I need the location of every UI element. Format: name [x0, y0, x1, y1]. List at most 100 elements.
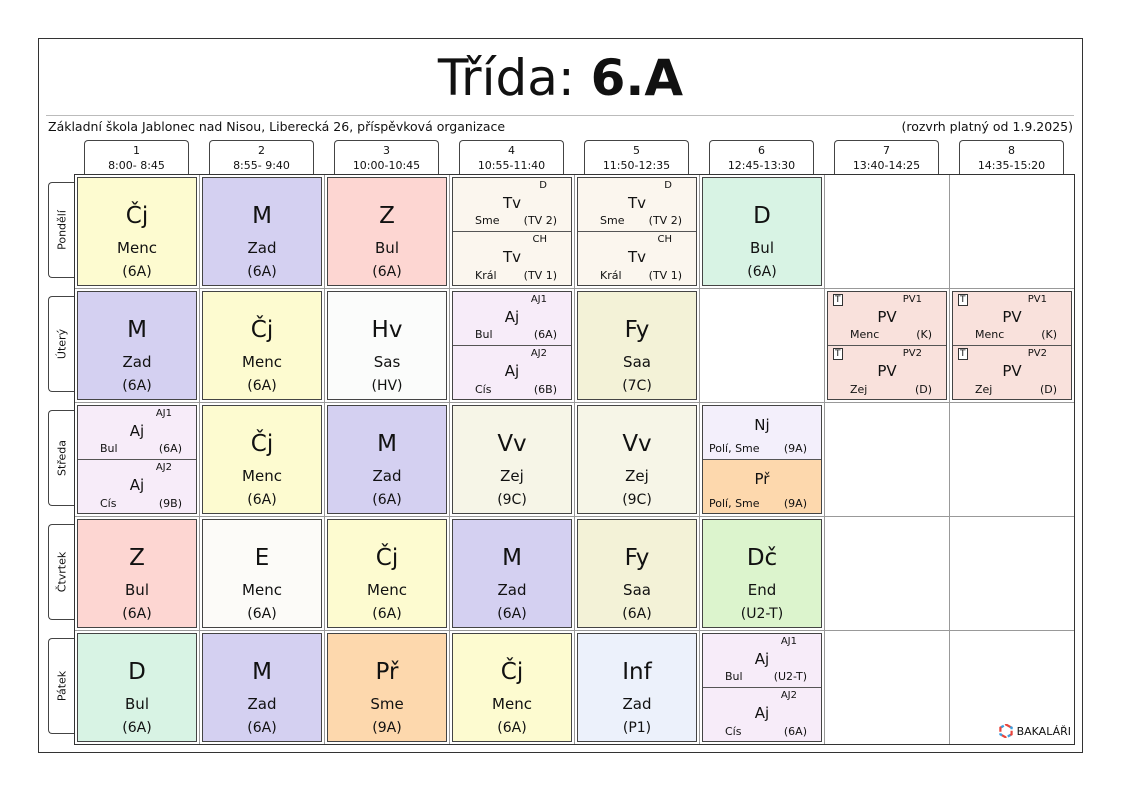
- lesson-room: (6A): [122, 606, 152, 622]
- period-time: 8:55- 9:40: [233, 159, 290, 172]
- lesson-room: (6A): [247, 264, 277, 280]
- period-number: 5: [633, 144, 640, 157]
- lesson-subject: M: [502, 545, 522, 571]
- lesson-room: (TV 1): [523, 269, 557, 282]
- lesson-room: (9A): [783, 497, 807, 510]
- period-time: 8:00- 8:45: [108, 159, 165, 172]
- lesson-room: (TV 1): [648, 269, 682, 282]
- title-divider: [46, 115, 1074, 116]
- class-name: 6.A: [590, 49, 684, 107]
- lesson-room: (6A): [247, 492, 277, 508]
- period-time: 11:50-12:35: [602, 159, 671, 172]
- group-name: CH: [532, 234, 547, 245]
- lesson-subject: Čj: [125, 203, 149, 229]
- lesson-subject: M: [127, 317, 147, 343]
- lesson-room: (K): [1041, 328, 1057, 341]
- lesson-room: (TV 2): [648, 214, 682, 227]
- lesson-subject: Aj: [504, 308, 520, 326]
- period-time: 14:35-15:20: [977, 159, 1046, 172]
- lesson-teacher: Zej: [500, 467, 524, 485]
- lesson-teacher: Menc: [117, 239, 157, 257]
- lesson-subject: Aj: [754, 704, 770, 722]
- lesson-subject: M: [377, 431, 397, 457]
- grid-column-line: [449, 175, 450, 744]
- lesson-subject: Z: [379, 203, 395, 229]
- grid-row-line: [75, 516, 1074, 517]
- lesson-teacher: Sme: [475, 214, 500, 227]
- page-frame: [38, 38, 1083, 753]
- lesson-subject: Tv: [627, 194, 647, 212]
- lesson-room: (D): [1039, 383, 1057, 396]
- group-name: AJ2: [530, 348, 547, 359]
- lesson-teacher: Zej: [975, 383, 993, 396]
- lesson-subject: PV: [1002, 362, 1022, 380]
- lesson-teacher: Saa: [623, 353, 651, 371]
- lesson-teacher: Menc: [242, 467, 282, 485]
- lesson-room: (6A): [747, 264, 777, 280]
- period-time: 10:55-11:40: [477, 159, 546, 172]
- school-name: Základní škola Jablonec nad Nisou, Liber…: [48, 119, 506, 134]
- lesson-teacher: Král: [475, 269, 497, 282]
- group-name: AJ1: [780, 636, 797, 647]
- group-name: D: [539, 180, 547, 191]
- lesson-subject: Tv: [627, 248, 647, 266]
- lesson-teacher: Zad: [247, 695, 277, 713]
- lesson-teacher: Sme: [370, 695, 404, 713]
- period-number: 6: [758, 144, 765, 157]
- lesson-room: (6A): [247, 378, 277, 394]
- lesson-subject: Tv: [502, 248, 522, 266]
- lesson-teacher: Bul: [125, 695, 149, 713]
- period-time: 13:40-14:25: [852, 159, 921, 172]
- grid-row-line: [75, 630, 1074, 631]
- lesson-room: (TV 2): [523, 214, 557, 227]
- lesson-room: (6A): [122, 720, 152, 736]
- lesson-teacher: Menc: [242, 581, 282, 599]
- lesson-room: (6A): [122, 264, 152, 280]
- lesson-subject: E: [254, 545, 270, 571]
- day-header-3: Středa: [48, 410, 74, 506]
- title-prefix: Třída:: [437, 49, 575, 107]
- lesson-room: (D): [914, 383, 932, 396]
